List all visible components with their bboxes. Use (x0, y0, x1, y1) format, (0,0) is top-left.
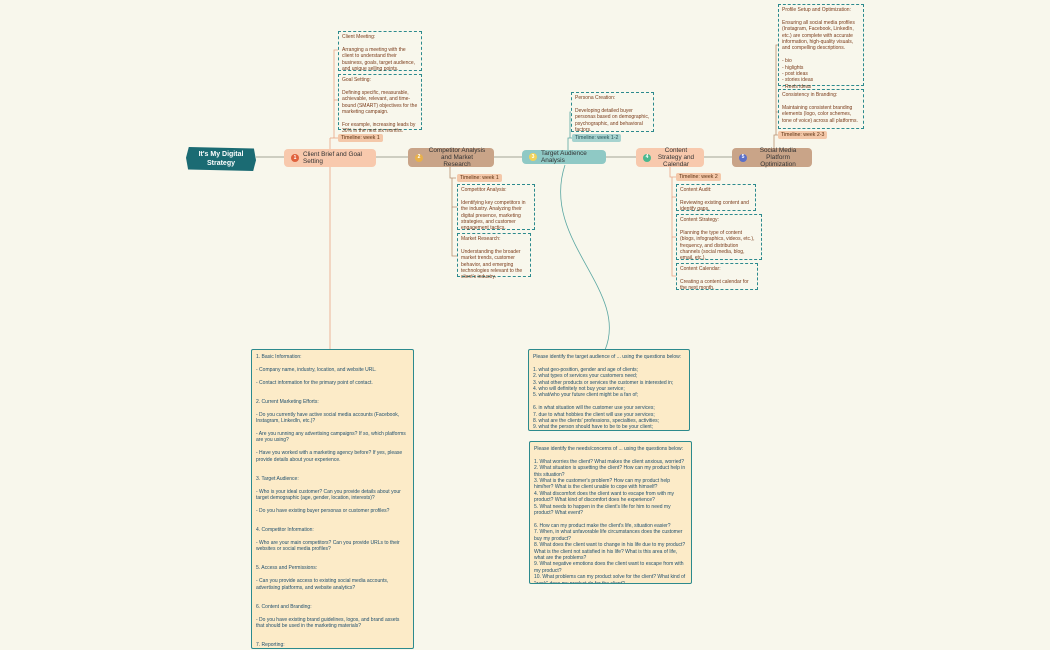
note-content-calendar[interactable]: Content Calendar: Creating a content cal… (676, 263, 758, 291)
branch-number-badge: 3 (529, 153, 537, 161)
timeline-label: Timeline: week 1-2 (572, 134, 622, 142)
branch-client-brief[interactable]: 1 Client Brief and Goal Setting (284, 149, 376, 167)
branch-number-badge: 5 (739, 153, 747, 162)
note-goal-setting[interactable]: Goal Setting: Defining specific, measura… (338, 74, 422, 134)
panel-target-audience-questions[interactable]: Please identify the target audience of .… (528, 349, 690, 431)
note-content-strategy[interactable]: Content Strategy: Planning the type of c… (676, 214, 762, 261)
note-competitor-analysis[interactable]: Competitor Analysis: Identifying key com… (457, 184, 535, 231)
central-topic[interactable]: It's My Digital Strategy (186, 147, 256, 171)
note-market-research[interactable]: Market Research: Understanding the broad… (457, 233, 531, 280)
timeline-label: Timeline: week 2-3 (778, 131, 828, 139)
note-profile-setup[interactable]: Profile Setup and Optimization: Ensuring… (778, 4, 864, 90)
branch-label: Competitor Analysis and Market Research (428, 147, 486, 168)
timeline-label: Timeline: week 1 (457, 174, 502, 182)
note-consistency-branding[interactable]: Consistency in Branding: Maintaining con… (778, 89, 864, 129)
branch-label: Target Audience Analysis (541, 150, 587, 164)
branch-competitor-analysis[interactable]: 2 Competitor Analysis and Market Researc… (408, 147, 494, 168)
panel-needs-questions[interactable]: Please identify the needs/concerns of ..… (529, 441, 692, 584)
branch-content-strategy[interactable]: 4 Content Strategy and Calendar (636, 147, 704, 168)
branch-label: Client Brief and Goal Setting (303, 151, 362, 165)
branch-number-badge: 2 (415, 153, 423, 162)
branch-number-badge: 4 (643, 153, 651, 162)
branch-label: Social Media Platform Optimization (759, 147, 797, 168)
timeline-label: Timeline: week 2 (676, 173, 721, 181)
branch-social-media[interactable]: 5 Social Media Platform Optimization (732, 147, 812, 168)
note-content-audit[interactable]: Content Audit: Reviewing existing conten… (676, 184, 756, 212)
timeline-label: Timeline: week 1 (338, 134, 383, 142)
branch-target-audience[interactable]: 3 Target Audience Analysis (522, 150, 606, 164)
panel-client-questions[interactable]: 1. Basic Information: - Company name, in… (251, 349, 414, 649)
note-persona-creation[interactable]: Persona Creation: Developing detailed bu… (571, 92, 654, 133)
branch-label: Content Strategy and Calendar (657, 147, 695, 168)
branch-number-badge: 1 (291, 154, 299, 162)
note-client-meeting[interactable]: Client Meeting: Arranging a meeting with… (338, 31, 422, 72)
